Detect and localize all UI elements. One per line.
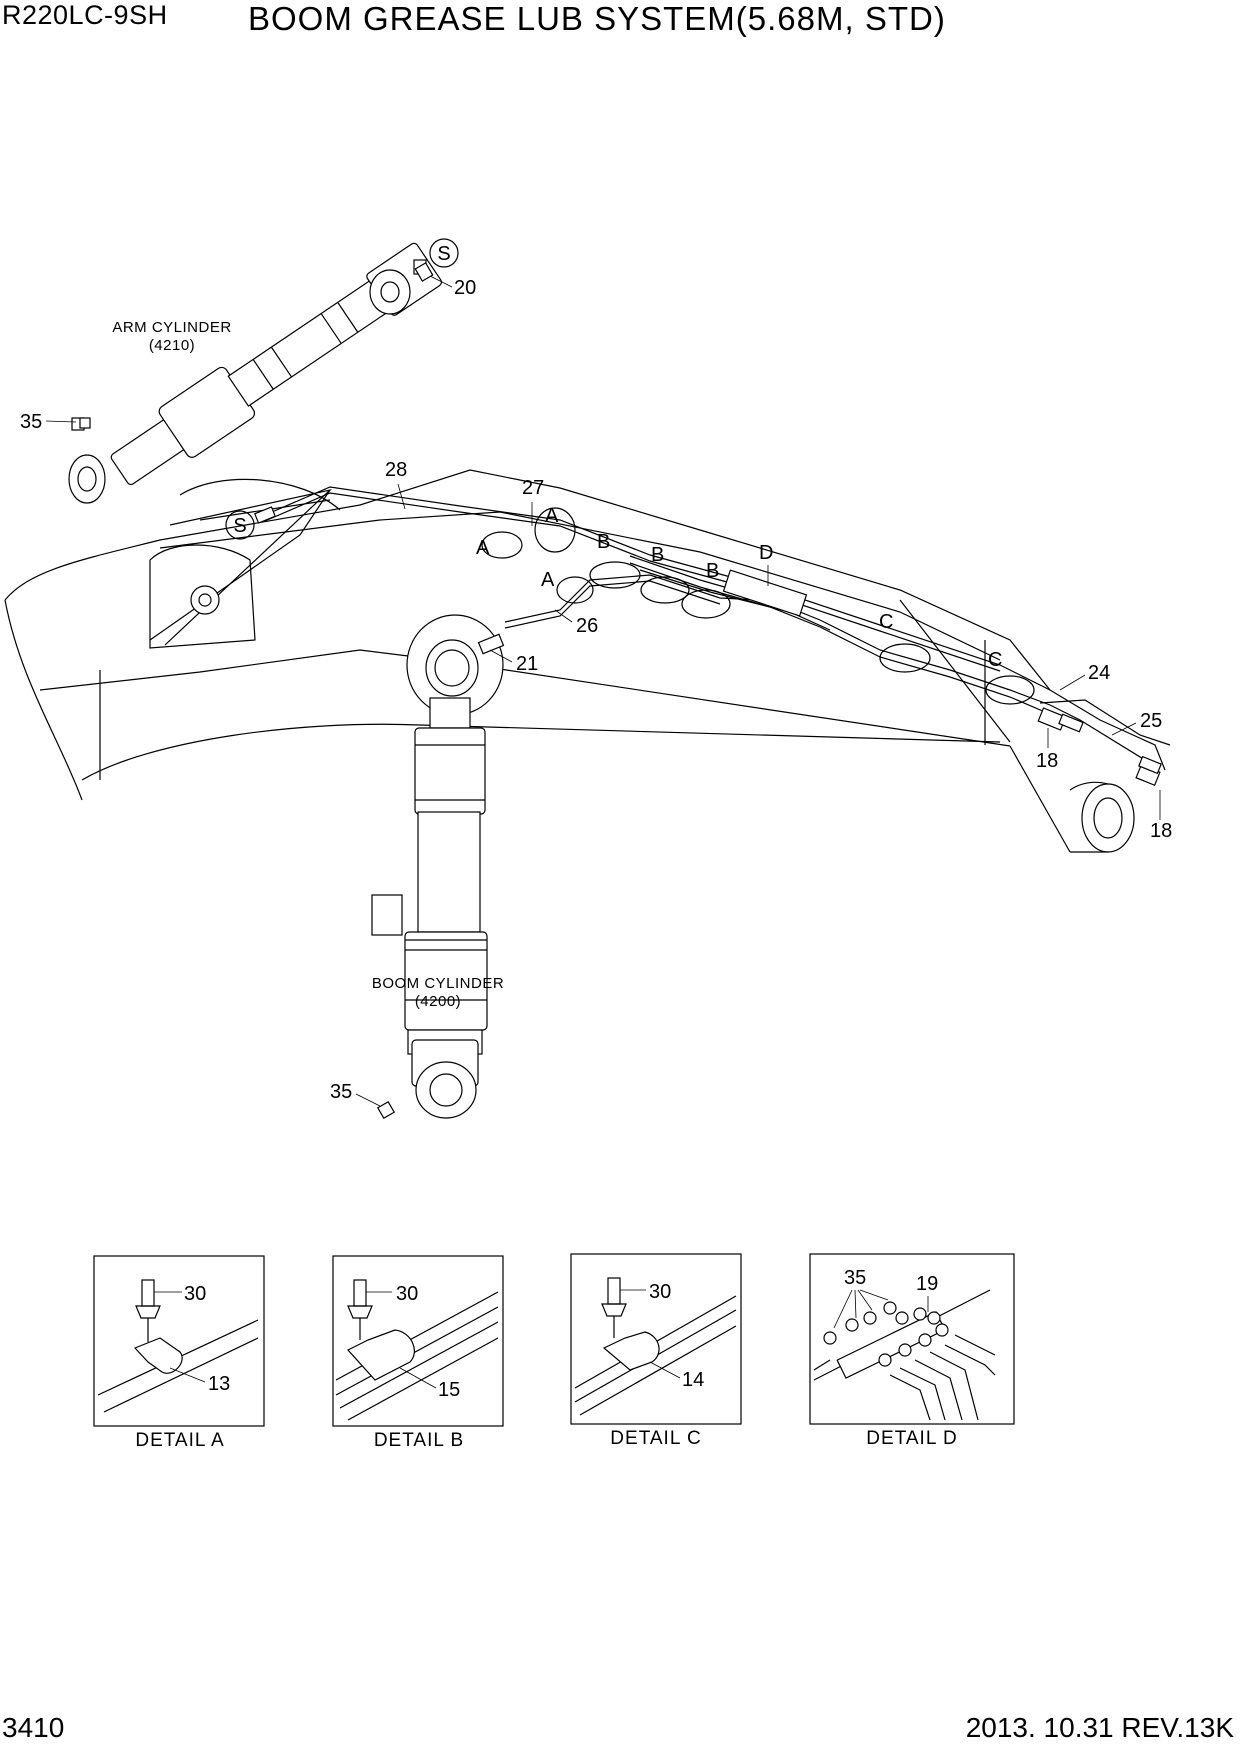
callout-28: 28 <box>385 459 407 481</box>
callout-24: 24 <box>1088 662 1110 684</box>
detail-c-bolt-30: 30 <box>649 1281 671 1303</box>
callout-s-top: S <box>437 243 450 265</box>
callout-b3: B <box>706 560 719 582</box>
detail-a-bolt-30: 30 <box>184 1283 206 1305</box>
page-title: BOOM GREASE LUB SYSTEM(5.68M, STD) <box>248 0 946 37</box>
detail-a: 30 13 DETAIL A <box>93 1255 265 1451</box>
callout-c1: C <box>879 611 893 633</box>
callout-18b: 18 <box>1150 820 1172 842</box>
callout-s-left: S <box>233 515 246 537</box>
arm-cylinder-code: (4210) <box>149 337 195 354</box>
callout-a2: A <box>476 537 490 559</box>
detail-c-part-14: 14 <box>682 1369 704 1391</box>
callout-35-arm: 35 <box>20 411 42 433</box>
callout-35-boom: 35 <box>330 1081 352 1103</box>
callout-26: 26 <box>576 615 598 637</box>
detail-c: 30 14 DETAIL C <box>570 1253 742 1449</box>
detail-d: 35 19 DETAIL D <box>809 1253 1015 1449</box>
detail-b-bolt-30: 30 <box>396 1283 418 1305</box>
callout-b1: B <box>597 531 610 553</box>
boom-cylinder-code: (4200) <box>415 993 461 1010</box>
callout-d: D <box>759 542 773 564</box>
callout-18a: 18 <box>1036 750 1058 772</box>
callout-b2: B <box>651 544 664 566</box>
callout-25: 25 <box>1140 710 1162 732</box>
boom-cylinder <box>371 614 504 1119</box>
callout-20: 20 <box>454 277 476 299</box>
date-revision: 2013. 10.31 REV.13K <box>965 1712 1234 1743</box>
model-number: R220LC-9SH <box>2 0 168 30</box>
callout-27: 27 <box>522 477 544 499</box>
callout-a1: A <box>545 505 559 527</box>
boom-cylinder-label: BOOM CYLINDER <box>372 975 504 992</box>
detail-c-caption: DETAIL C <box>610 1428 701 1449</box>
detail-d-caption: DETAIL D <box>866 1428 957 1449</box>
detail-b-caption: DETAIL B <box>374 1430 464 1451</box>
callout-21: 21 <box>516 653 538 675</box>
detail-a-part-13: 13 <box>208 1373 230 1395</box>
detail-d-part-19: 19 <box>916 1273 938 1295</box>
callout-c2: C <box>988 649 1002 671</box>
detail-b-part-15: 15 <box>438 1379 460 1401</box>
arm-cylinder-label: ARM CYLINDER <box>112 319 231 336</box>
page-number: 3410 <box>2 1712 65 1743</box>
callout-a3: A <box>541 569 555 591</box>
detail-b: 30 15 DETAIL B <box>332 1255 504 1451</box>
callouts: S 20 35 28 27 S A A A B B B D 26 21 C C … <box>20 238 1172 1107</box>
grease-hoses <box>79 262 1171 1120</box>
detail-a-caption: DETAIL A <box>135 1430 224 1451</box>
boom-body <box>4 469 1135 853</box>
arm-cylinder <box>68 242 443 504</box>
detail-d-fittings-35: 35 <box>844 1267 866 1289</box>
